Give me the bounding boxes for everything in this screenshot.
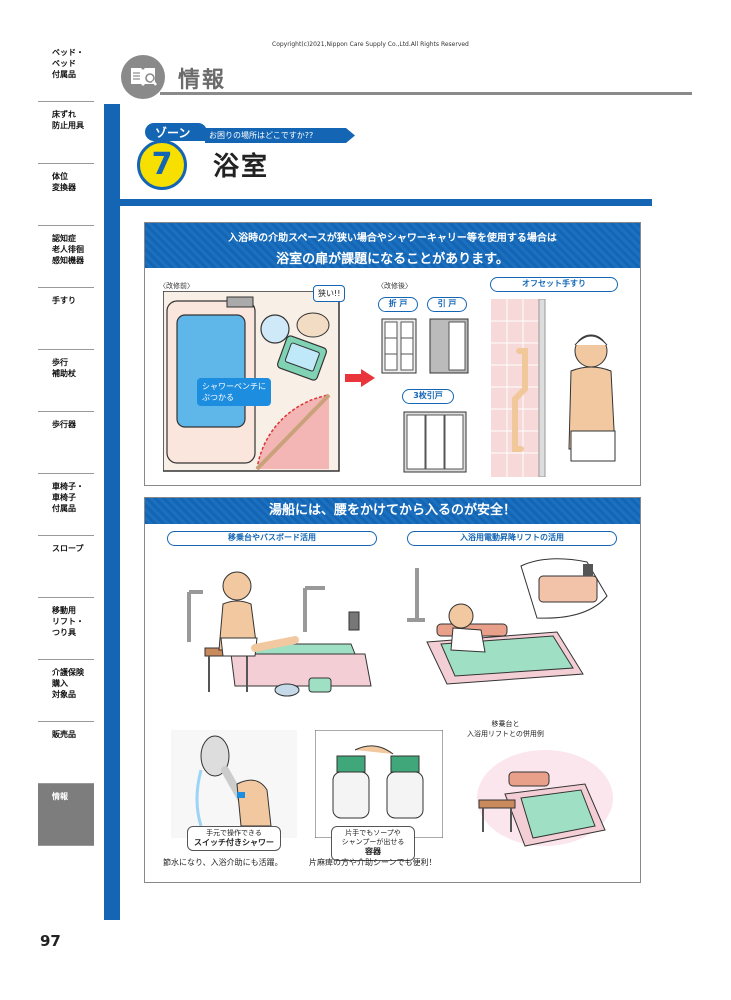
- right-title: 入浴用電動昇降リフトの活用: [407, 531, 617, 546]
- side-index-item: 床ずれ 防止用具: [38, 102, 94, 164]
- before-label: 〈改修前〉: [159, 282, 194, 290]
- arrow-right-icon: [345, 369, 375, 387]
- side-index-item: 移動用 リフト・ つり具: [38, 598, 94, 660]
- copyright-text: Copyright(c)2021,Nippon Care Supply Co.,…: [272, 41, 469, 48]
- side-index-item: 情報: [38, 784, 94, 846]
- zone-question: お困りの場所はどこですか??: [205, 128, 355, 143]
- door-banner-line2: 浴室の扉が課題になることがあります。: [276, 252, 509, 267]
- side-index-item: 歩行 補助杖: [38, 350, 94, 412]
- side-index-item: スロープ: [38, 536, 94, 598]
- door-panel: 入浴時の介助スペースが狭い場合やシャワーキャリー等を使用する場合は 浴室の扉が課…: [144, 222, 641, 486]
- three-sliding-door-icon: [403, 411, 467, 473]
- zone-tab: ゾーン: [145, 123, 207, 141]
- container-caption-small: 片手でもソープや シャンプーが出せる: [341, 829, 405, 847]
- blue-vertical-bar: [104, 104, 120, 920]
- zone-rule: [120, 199, 652, 206]
- bath-lift-illustration: [407, 558, 608, 685]
- sliding-door-icon: [429, 318, 469, 374]
- shower-caption-small: 手元で操作できる: [206, 829, 262, 837]
- side-index-item: 手すり: [38, 288, 94, 350]
- door-three-label: 3枚引戸: [402, 389, 454, 404]
- header-rule: [160, 92, 692, 95]
- side-index-item: 体位 変換器: [38, 164, 94, 226]
- combo-label: 移乗台と 入浴用リフトとの併用例: [467, 720, 544, 738]
- zone-number-badge: 7: [137, 140, 187, 190]
- switch-shower-illustration: [171, 730, 297, 838]
- transfer-bench-illustration: [187, 571, 372, 697]
- bathtub-panel: 湯船には、腰をかけてから入るのが安全！ 移乗台やバスボード活用 入浴用電動昇降リ…: [144, 497, 641, 883]
- side-index-item: ベッド・ ベッド 付属品: [38, 40, 94, 102]
- lift-combo-illustration: [477, 750, 613, 847]
- pump-container-illustration: [315, 730, 443, 838]
- shower-caption: 手元で操作できる スイッチ付きシャワー: [187, 826, 281, 852]
- callout-narrow: 狭い!!: [313, 285, 346, 302]
- container-caption-big: 容器: [365, 847, 381, 857]
- bathtub-banner: 湯船には、腰をかけてから入るのが安全！: [145, 498, 640, 524]
- offset-rail-label: オフセット手すり: [490, 277, 618, 292]
- side-index-item: 歩行器: [38, 412, 94, 474]
- side-index-item: 販売品: [38, 722, 94, 784]
- door-fold-label: 折 戸: [378, 297, 418, 312]
- offset-rail-illustration: [491, 299, 616, 477]
- door-banner: 入浴時の介助スペースが狭い場合やシャワーキャリー等を使用する場合は 浴室の扉が課…: [145, 223, 640, 268]
- shower-caption-big: スイッチ付きシャワー: [194, 838, 274, 848]
- page-number: 97: [40, 932, 61, 950]
- side-index-item: 介護保険 購入 対象品: [38, 660, 94, 722]
- door-slide-label: 引 戸: [427, 297, 467, 312]
- shower-note: 節水になり、入浴介助にも活躍。: [163, 858, 283, 867]
- callout-bench: シャワーベンチに ぶつかる: [197, 378, 271, 407]
- container-note: 片麻痺の方や介助シーンでも便利！: [309, 858, 437, 867]
- zone-title: 浴室: [213, 152, 270, 182]
- side-index: ベッド・ ベッド 付属品床ずれ 防止用具体位 変換器認知症 老人徘徊 感知機器手…: [38, 40, 94, 846]
- side-index-item: 認知症 老人徘徊 感知機器: [38, 226, 94, 288]
- door-banner-line1: 入浴時の介助スペースが狭い場合やシャワーキャリー等を使用する場合は: [228, 233, 557, 244]
- folding-door-icon: [381, 318, 417, 374]
- left-title: 移乗台やバスボード活用: [167, 531, 377, 546]
- after-label: 〈改修後〉: [377, 282, 412, 290]
- info-book-icon: [121, 55, 165, 99]
- side-index-item: 車椅子・ 車椅子 付属品: [38, 474, 94, 536]
- container-caption: 片手でもソープや シャンプーが出せる 容器: [331, 826, 415, 861]
- header-title: 情報: [178, 68, 227, 93]
